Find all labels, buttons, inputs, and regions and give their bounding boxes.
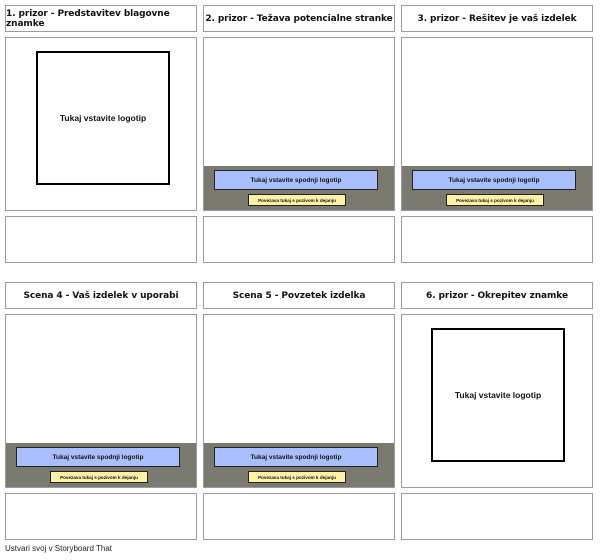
- scene-1-frame[interactable]: Tukaj vstavite logotip: [5, 37, 197, 211]
- scene-5-notes[interactable]: [203, 493, 395, 540]
- scene-1-title-cell[interactable]: 1. prizor - Predstavitev blagovne znamke: [5, 5, 197, 32]
- scene-5-bottom-logo[interactable]: Tukaj vstavite spodnji logotip: [214, 447, 378, 467]
- scene-6-logo-placeholder[interactable]: Tukaj vstavite logotip: [431, 328, 565, 462]
- scene-4-cta-link[interactable]: Povezava tukaj s pozivom k dejanju: [50, 471, 148, 483]
- scene-3-frame[interactable]: Tukaj vstavite spodnji logotip Povezava …: [401, 37, 593, 211]
- scene-4-cta-label: Povezava tukaj s pozivom k dejanju: [60, 474, 138, 480]
- scene-2-cta-label: Povezava tukaj s pozivom k dejanju: [258, 197, 336, 203]
- scene-1-title: 1. prizor - Predstavitev blagovne znamke: [6, 8, 170, 29]
- scene-6-frame[interactable]: Tukaj vstavite logotip: [401, 314, 593, 488]
- scene-5-title: Scena 5 - Povzetek izdelka: [232, 290, 366, 301]
- scene-4-title-cell[interactable]: Scena 4 - Vaš izdelek v uporabi: [5, 282, 197, 309]
- scene-3-cta-label: Povezava tukaj s pozivom k dejanju: [456, 197, 534, 203]
- scene-5-bottom-logo-label: Tukaj vstavite spodnji logotip: [250, 453, 342, 461]
- scene-1-logo-placeholder[interactable]: Tukaj vstavite logotip: [36, 51, 170, 185]
- scene-5-bottom-bar: Tukaj vstavite spodnji logotip Povezava …: [204, 443, 394, 487]
- scene-2-bottom-bar: Tukaj vstavite spodnji logotip Povezava …: [204, 166, 394, 210]
- scene-3-title: 3. prizor - Rešitev je vaš izdelek: [417, 13, 577, 24]
- scene-4-title: Scena 4 - Vaš izdelek v uporabi: [23, 290, 179, 301]
- scene-3-bottom-logo-label: Tukaj vstavite spodnji logotip: [448, 176, 540, 184]
- scene-5-cta-label: Povezava tukaj s pozivom k dejanju: [258, 474, 336, 480]
- scene-3-cta-link[interactable]: Povezava tukaj s pozivom k dejanju: [446, 194, 544, 206]
- scene-2-title-cell[interactable]: 2. prizor - Težava potencialne stranke: [203, 5, 395, 32]
- scene-2-notes[interactable]: [203, 216, 395, 263]
- footer-text: Ustvari svoj v Storyboard That: [5, 544, 113, 553]
- scene-4-bottom-bar: Tukaj vstavite spodnji logotip Povezava …: [6, 443, 196, 487]
- scene-6-title: 6. prizor - Okrepitev znamke: [426, 290, 568, 301]
- scene-4-notes[interactable]: [5, 493, 197, 540]
- scene-4-bottom-logo[interactable]: Tukaj vstavite spodnji logotip: [16, 447, 180, 467]
- scene-2-cta-link[interactable]: Povezava tukaj s pozivom k dejanju: [248, 194, 346, 206]
- scene-6-notes[interactable]: [401, 493, 593, 540]
- scene-2-frame[interactable]: Tukaj vstavite spodnji logotip Povezava …: [203, 37, 395, 211]
- scene-3-bottom-logo[interactable]: Tukaj vstavite spodnji logotip: [412, 170, 576, 190]
- scene-5-frame[interactable]: Tukaj vstavite spodnji logotip Povezava …: [203, 314, 395, 488]
- scene-4-bottom-logo-label: Tukaj vstavite spodnji logotip: [52, 453, 144, 461]
- scene-5-cta-link[interactable]: Povezava tukaj s pozivom k dejanju: [248, 471, 346, 483]
- scene-3-notes[interactable]: [401, 216, 593, 263]
- scene-3-bottom-bar: Tukaj vstavite spodnji logotip Povezava …: [402, 166, 592, 210]
- scene-1-notes[interactable]: [5, 216, 197, 263]
- footer-credit[interactable]: Ustvari svoj v Storyboard That: [5, 544, 112, 553]
- scene-1-logo-label: Tukaj vstavite logotip: [59, 113, 147, 123]
- scene-2-bottom-logo-label: Tukaj vstavite spodnji logotip: [250, 176, 342, 184]
- scene-6-title-cell[interactable]: 6. prizor - Okrepitev znamke: [401, 282, 593, 309]
- scene-2-title: 2. prizor - Težava potencialne stranke: [205, 13, 393, 24]
- scene-2-bottom-logo[interactable]: Tukaj vstavite spodnji logotip: [214, 170, 378, 190]
- scene-5-title-cell[interactable]: Scena 5 - Povzetek izdelka: [203, 282, 395, 309]
- scene-6-logo-label: Tukaj vstavite logotip: [454, 390, 542, 400]
- scene-4-frame[interactable]: Tukaj vstavite spodnji logotip Povezava …: [5, 314, 197, 488]
- scene-3-title-cell[interactable]: 3. prizor - Rešitev je vaš izdelek: [401, 5, 593, 32]
